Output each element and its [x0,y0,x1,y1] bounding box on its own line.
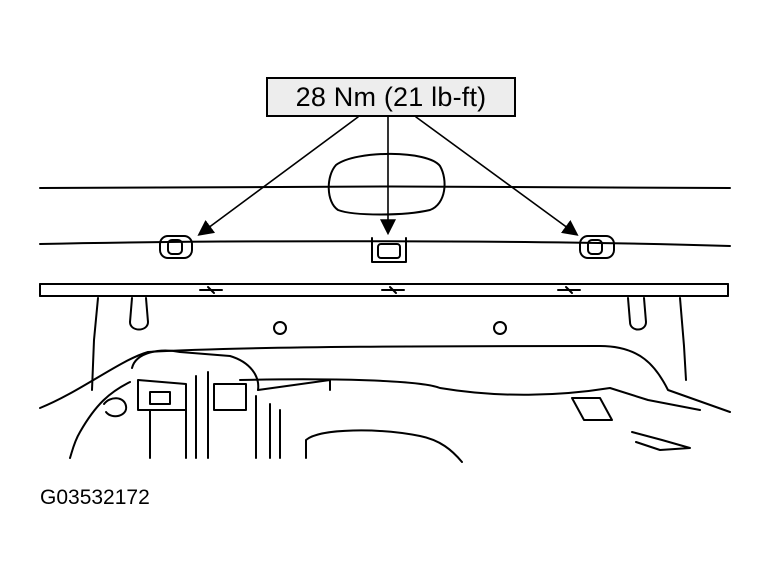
panel-top-edge [39,185,731,189]
mount-hole-right [493,321,507,335]
mount-hole-left [273,321,287,335]
fastener-right [579,235,615,259]
latch-cable [69,381,131,459]
torque-label: 28 Nm (21 lb-ft) [295,81,487,112]
figure-id-label: G03532172 [40,486,150,509]
fastener-center [371,237,407,263]
trim-clip-right [557,286,581,294]
fastener-rail-line [39,240,731,247]
hanging-clip-right [627,297,647,331]
right-side-strut [679,297,687,381]
lower-right-bracket [571,397,691,451]
window-opening [327,152,446,216]
trim-clip-center [381,286,405,294]
torque-callout: 28 Nm (21 lb-ft) [266,77,516,117]
lower-center-curve [305,429,463,463]
hanging-clip-left [129,297,149,331]
latch-cable-loop [103,397,128,418]
lower-housing-outline [39,345,731,413]
leader-arrow-left [197,116,359,236]
lower-housing-inner [239,378,701,411]
fastener-left [159,235,193,259]
trim-clip-left [199,286,223,294]
latch-mechanism [131,349,331,459]
leader-arrow-right [415,116,579,236]
left-side-strut [91,297,99,391]
